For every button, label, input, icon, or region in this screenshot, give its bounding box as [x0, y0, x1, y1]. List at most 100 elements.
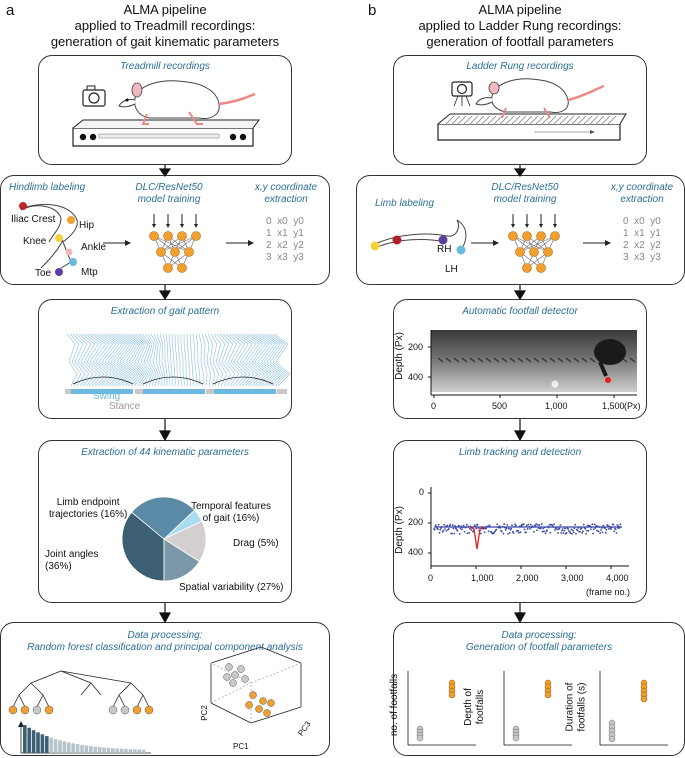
ladder-rung [477, 357, 484, 363]
tree-leaf [20, 705, 30, 715]
marker-yellow [370, 241, 380, 251]
tracking-point [569, 532, 572, 535]
cube-edge [210, 662, 252, 684]
tracking-point [459, 527, 462, 530]
stick-frame [132, 333, 147, 387]
importance-bar [133, 749, 137, 753]
ladder-rung [481, 115, 491, 125]
box-title: Extraction of 44 kinematic parameters [81, 447, 249, 458]
network-node [536, 231, 546, 241]
network-node [170, 247, 180, 257]
tracking-point [446, 524, 449, 527]
control-point [512, 734, 520, 742]
tracking-point [601, 531, 604, 534]
limb-labeling-title: Limb labeling [375, 198, 434, 209]
tracking-point [458, 532, 461, 535]
hip-marker [67, 216, 75, 224]
tracking-point [462, 524, 465, 527]
tracking-point [595, 524, 598, 527]
stick-frame [231, 333, 247, 387]
ladder-rung [565, 115, 575, 125]
pca-point-orange [263, 709, 271, 717]
tracking-point [514, 523, 517, 526]
pca-point-gray [231, 671, 239, 679]
pca-point-gray [237, 665, 245, 673]
axis-arrow [18, 721, 24, 727]
tracking-point [525, 524, 528, 527]
x-tick-label: 1,000 [545, 401, 568, 411]
tracking-point [603, 527, 606, 530]
label-line: Joint angles [45, 549, 99, 560]
tracking-point [612, 523, 615, 526]
tracking-point [468, 527, 471, 530]
arrow-icon [226, 240, 254, 246]
footfall-detector-box: Automatic footfall detector Depth (Px) 2… [393, 299, 647, 419]
rh-marker [438, 235, 448, 245]
stick-frame [138, 333, 151, 387]
coordinate-table: 0 x0 y0 1 x1 y1 2 x2 y2 3 x3 y3 [266, 216, 304, 264]
ladder-rung [559, 115, 569, 125]
limb-skeleton [370, 219, 467, 255]
ladder-rung [445, 115, 455, 125]
importance-bar [71, 743, 75, 753]
hindlimb-skeleton [19, 202, 78, 276]
stick-frame [153, 333, 161, 387]
x-tick-label: 0 [431, 401, 437, 411]
tree-leaf [8, 705, 18, 715]
coordinate-row: 3 x3 y3 [623, 252, 661, 263]
tracking-point [615, 532, 618, 534]
arrow-icon [583, 240, 611, 246]
tracking-point [461, 528, 463, 531]
ladder-rung [501, 357, 508, 363]
tracking-point [510, 527, 513, 530]
importance-bar [49, 737, 53, 753]
ladder-rung [549, 357, 556, 363]
label-line: of gait (16%) [202, 513, 260, 524]
importance-bar [102, 747, 106, 753]
panel-a-title: ALMA pipeline applied to Treadmill recor… [40, 2, 290, 50]
label-line: Limb endpoint [56, 497, 120, 508]
arrow-icon [471, 240, 499, 246]
kinematic-pie-chart [121, 496, 207, 582]
tracking-point [496, 523, 499, 526]
stance-bar [206, 389, 214, 394]
label-line: Duration of [564, 682, 576, 732]
network-node [163, 231, 173, 241]
limb-tracking-plot [428, 487, 629, 569]
pc1-label: PC1 [233, 742, 249, 751]
tracking-point [554, 529, 556, 531]
stick-frame [198, 333, 204, 387]
tracking-point [443, 523, 446, 526]
tracking-point [518, 531, 520, 534]
tracking-point [445, 529, 448, 532]
tracking-point [607, 527, 610, 530]
stick-frame [228, 333, 243, 387]
pie-slice [121, 511, 165, 582]
box-title: Data processing: Random forest classific… [1, 630, 329, 654]
importance-bar [27, 727, 31, 753]
network-node [191, 231, 201, 241]
x-unit-label: (Px) [624, 401, 641, 411]
joint-angles-label: Joint angles (36%) [45, 549, 98, 573]
title-line: model training [137, 194, 201, 205]
tracking-point [574, 523, 577, 526]
tracking-point [585, 533, 587, 535]
tree-leaf [108, 705, 118, 715]
x-tick-label: 2,000 [516, 573, 539, 583]
knee-label: Knee [23, 236, 47, 247]
tracking-point [558, 527, 561, 530]
box-title: Limb tracking and detection [458, 447, 582, 458]
tracking-point [567, 528, 570, 530]
coordinate-extraction-title: x,y coordinate extraction [246, 182, 326, 206]
label-line: Depth of [462, 688, 474, 726]
tracking-point [439, 528, 442, 531]
tree-edge [142, 694, 150, 708]
ladder-rung [437, 357, 444, 363]
network-node [149, 231, 159, 241]
panel-b-title: ALMA pipeline applied to Ladder Rung rec… [400, 2, 640, 50]
tracking-point [506, 523, 509, 526]
tracking-point [532, 531, 535, 533]
importance-bar [84, 745, 89, 753]
y-axis-label: Depth (Px) [393, 332, 405, 380]
box-title: Automatic footfall detector [462, 306, 578, 317]
